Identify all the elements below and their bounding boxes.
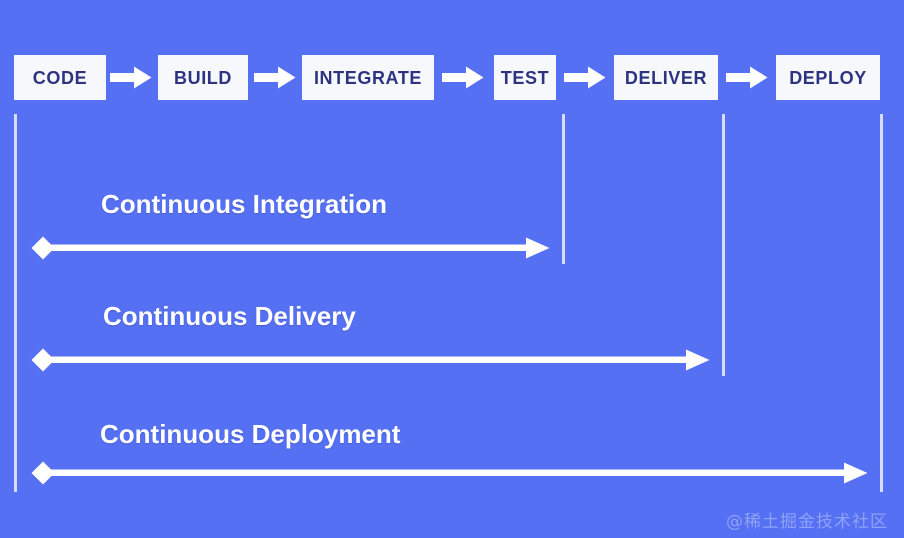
stage-box-test[interactable]: TEST	[494, 55, 556, 100]
arrow-integrate-to-test-icon	[442, 66, 484, 89]
phase-span-arrow-continuous-deployment	[30, 460, 868, 486]
guide-line-code-start	[14, 114, 17, 492]
stage-label: TEST	[500, 67, 550, 88]
stage-box-deploy[interactable]: DEPLOY	[776, 55, 880, 100]
stage-label: INTEGRATE	[313, 67, 423, 88]
arrow-build-to-integrate-icon	[254, 66, 296, 89]
phase-title-continuous-integration: Continuous Integration	[101, 189, 387, 219]
phase-span-arrow-continuous-delivery	[30, 347, 710, 373]
guide-line-test-end	[562, 114, 565, 264]
guide-line-deliver-end	[722, 114, 725, 376]
stage-box-build[interactable]: BUILD	[158, 55, 248, 100]
stage-box-integrate[interactable]: INTEGRATE	[302, 55, 434, 100]
phase-span-arrow-continuous-integration	[30, 235, 550, 261]
stage-label: BUILD	[174, 67, 232, 88]
stage-label: DELIVER	[624, 67, 708, 88]
stage-box-code[interactable]: CODE	[14, 55, 106, 100]
stage-label: DEPLOY	[789, 67, 867, 88]
arrow-deliver-to-deploy-icon	[726, 66, 768, 89]
stage-label: CODE	[32, 67, 88, 88]
phase-title-continuous-deployment: Continuous Deployment	[100, 419, 401, 449]
watermark-text: @稀土掘金技术社区	[726, 512, 888, 532]
arrow-test-to-deliver-icon	[564, 66, 606, 89]
guide-line-deploy-end	[880, 114, 883, 492]
arrow-code-to-build-icon	[110, 66, 152, 89]
phase-title-continuous-delivery: Continuous Delivery	[103, 301, 356, 331]
stage-box-deliver[interactable]: DELIVER	[614, 55, 718, 100]
